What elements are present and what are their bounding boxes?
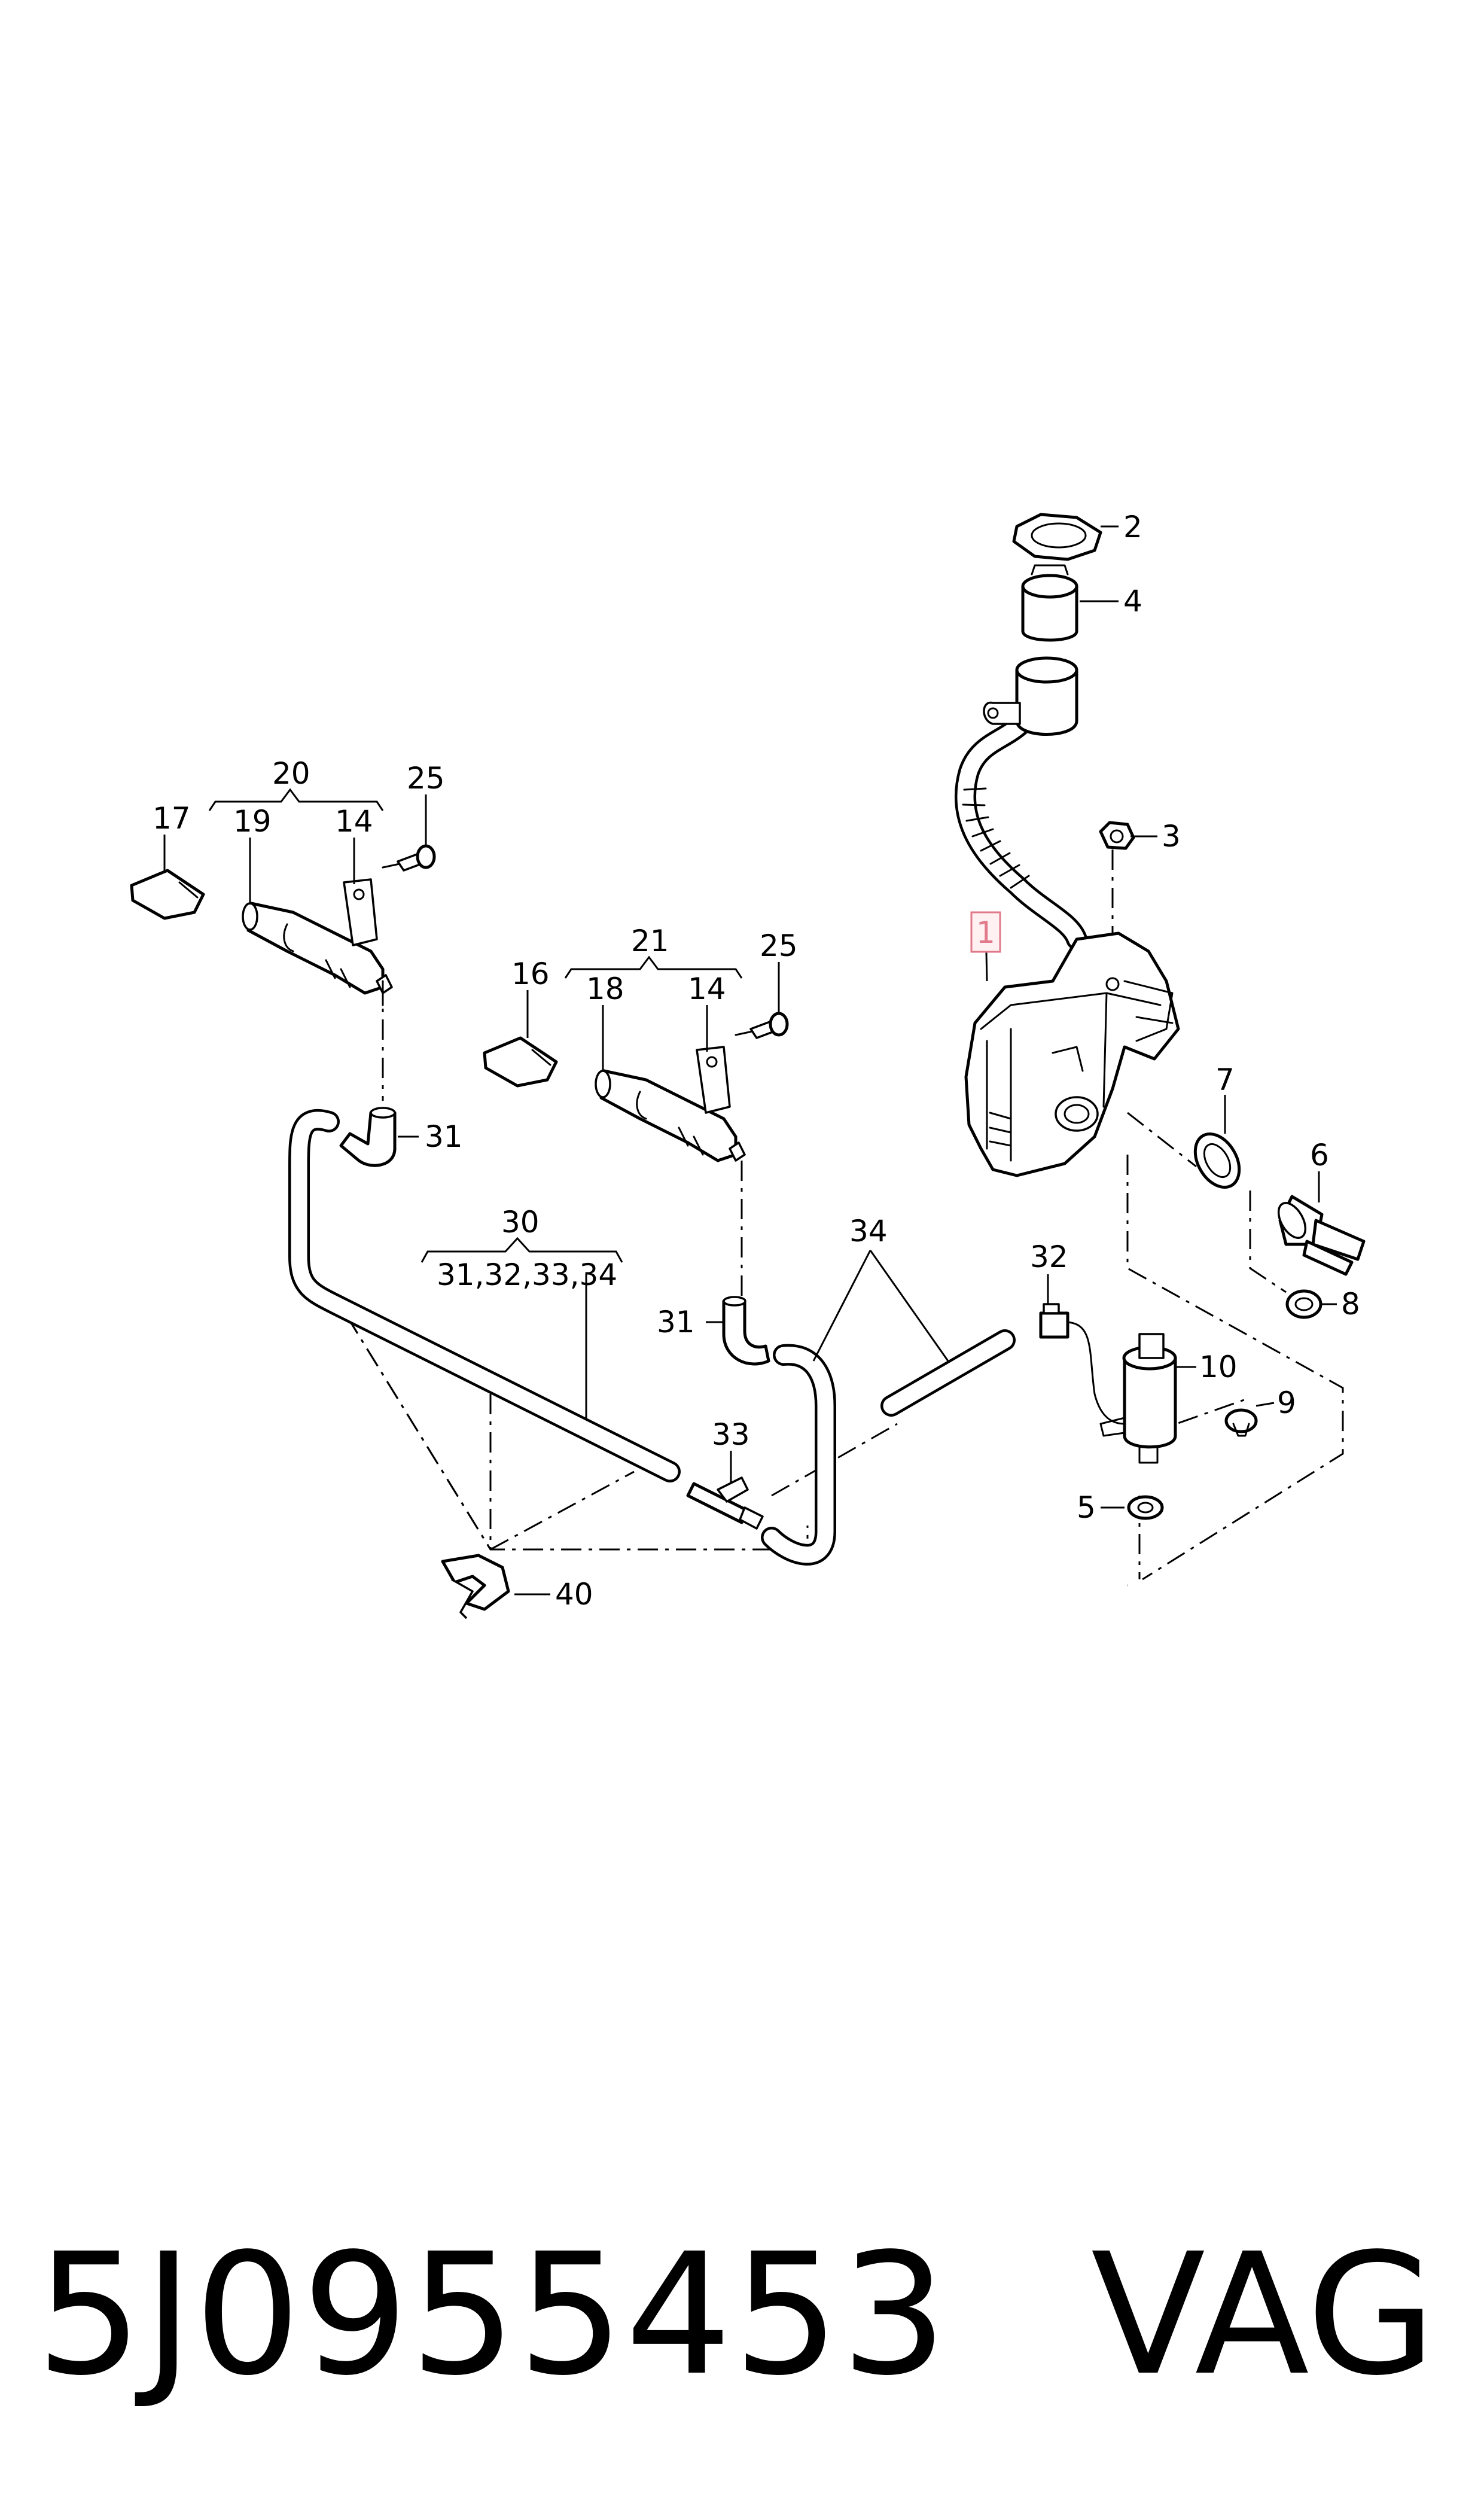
callout-2: 2: [1123, 510, 1142, 544]
hose-clip: [441, 1554, 510, 1619]
callout-labels: 1 2 4 3 7 6 8 10 9 5 32 20 17 19 14 25 2…: [153, 510, 1360, 1612]
screw-left: [382, 844, 436, 872]
cover-cap-left: [130, 869, 205, 920]
elbow-connector-left: [339, 1107, 397, 1167]
part-number: 5J0955453: [36, 2218, 949, 2413]
callout-20: 20: [272, 756, 310, 791]
t-connector: [686, 1476, 764, 1530]
hex-nut: [1099, 821, 1135, 850]
washer-hoses: [288, 1109, 1016, 1566]
callout-32: 32: [1030, 1240, 1068, 1274]
fluid-level-sensor: [1277, 1195, 1366, 1276]
callout-16: 16: [511, 957, 550, 991]
filler-strainer: [1021, 564, 1078, 642]
callout-10: 10: [1199, 1350, 1238, 1384]
assembly-lines: [346, 850, 1344, 1581]
headlight-washer-jet-right: [595, 1046, 746, 1162]
callout-3: 3: [1162, 819, 1181, 854]
callout-4: 4: [1123, 584, 1142, 619]
callout-5: 5: [1077, 1490, 1096, 1525]
elbow-connector-right: [722, 1296, 770, 1366]
pump-grommet: [1127, 1495, 1164, 1520]
cover-cap-right: [483, 1036, 558, 1088]
washer-fluid-reservoir: [954, 656, 1180, 1177]
callout-31b: 31: [657, 1305, 695, 1339]
callout-25b: 25: [760, 928, 798, 963]
pump-wiring: [1039, 1303, 1126, 1425]
blind-plug: [1224, 1408, 1258, 1437]
callout-30-sub: 31,32,33,34: [437, 1258, 617, 1292]
callout-34: 34: [849, 1214, 888, 1249]
callout-6: 6: [1310, 1138, 1329, 1173]
callout-25a: 25: [407, 761, 445, 796]
washer-pump: [1099, 1333, 1177, 1464]
leader-lines: [163, 525, 1337, 1596]
filler-cap-seal: [1012, 513, 1102, 561]
callout-9: 9: [1277, 1386, 1296, 1420]
callout-19: 19: [233, 804, 272, 839]
footer: 5J0955453 VAG: [0, 2219, 1484, 2411]
callout-21: 21: [631, 924, 669, 958]
callout-8: 8: [1341, 1287, 1360, 1322]
callout-33: 33: [712, 1417, 750, 1452]
callout-31a: 31: [425, 1119, 463, 1154]
headlight-washer-jet-left: [242, 878, 393, 1006]
callout-30: 30: [501, 1205, 540, 1240]
seal-ring: [1285, 1289, 1323, 1319]
callout-40: 40: [555, 1577, 593, 1612]
callout-17: 17: [153, 801, 191, 836]
callout-1-highlight: [970, 911, 1001, 953]
callout-7: 7: [1215, 1062, 1235, 1097]
brand-name: VAG: [1090, 2218, 1436, 2413]
callout-18: 18: [586, 972, 624, 1006]
callout-1: 1: [976, 915, 995, 950]
grommet: [1193, 1132, 1241, 1189]
screw-right: [735, 1012, 789, 1039]
callout-14b: 14: [688, 972, 726, 1006]
exploded-parts-diagram: 1 2 4 3 7 6 8 10 9 5 32 20 17 19 14 25 2…: [130, 510, 1366, 1619]
callout-14a: 14: [335, 804, 373, 839]
